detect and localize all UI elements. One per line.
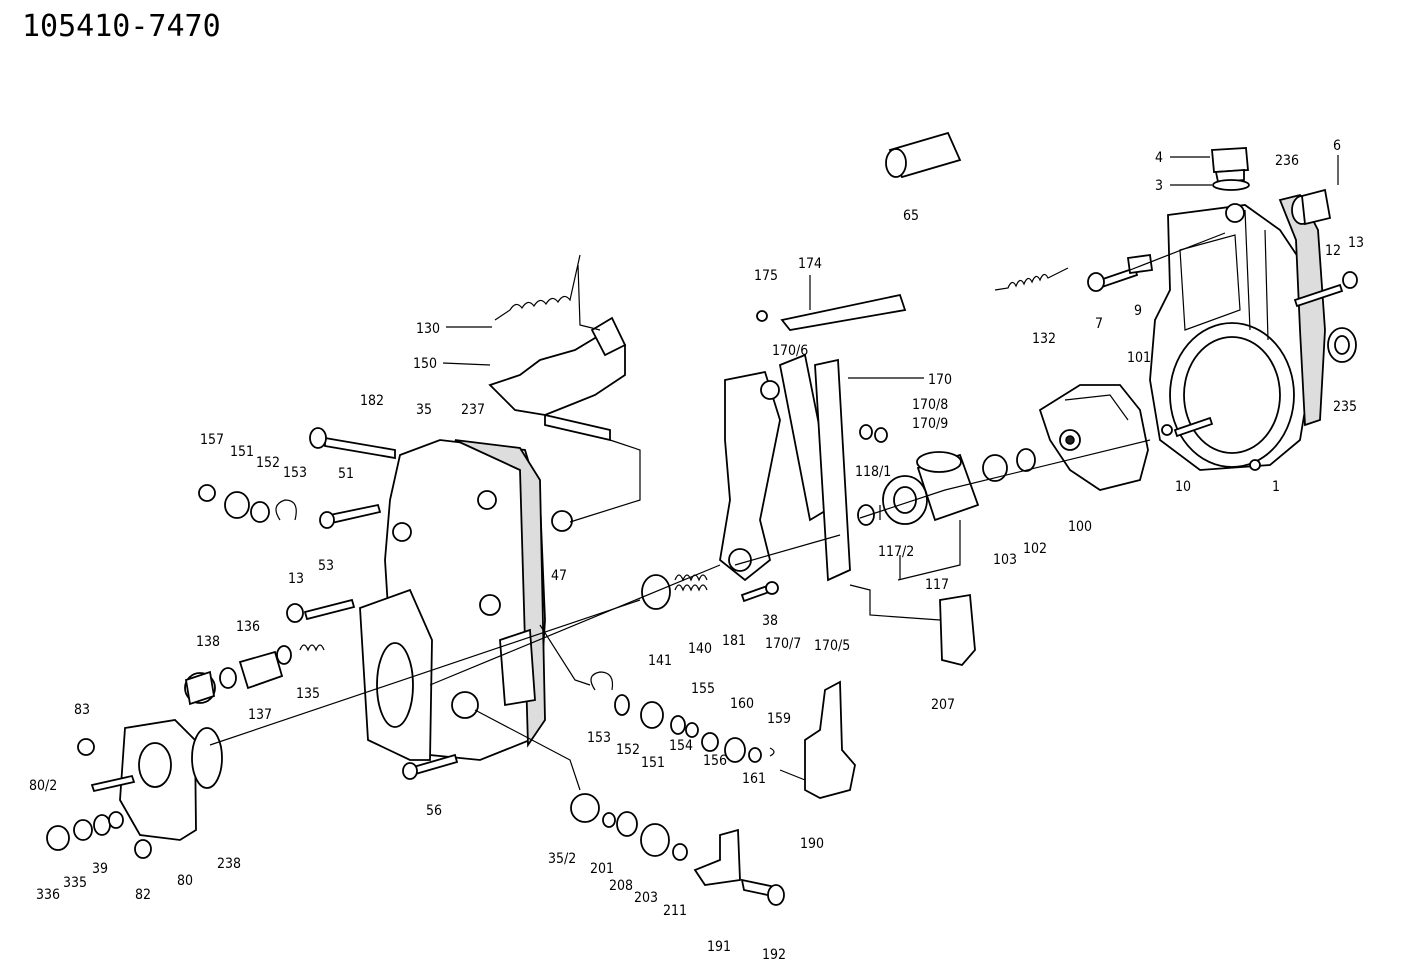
part-label-170-7: 170/7 (765, 636, 801, 652)
part-label-9: 9 (1134, 303, 1142, 319)
part-label-157: 157 (200, 432, 224, 448)
part-label-82: 82 (135, 887, 151, 903)
part-label-208: 208 (609, 878, 633, 894)
part-label-1: 1 (1272, 479, 1280, 495)
guide-lever-drawing (939, 593, 976, 667)
part-label-130: 130 (416, 321, 440, 337)
part-label-181: 181 (722, 633, 746, 649)
part-label-236: 236 (1275, 153, 1299, 169)
part-label-170: 170 (928, 372, 952, 388)
sleeve-drawing (882, 451, 980, 525)
part-label-35: 35 (416, 402, 432, 418)
part-label-153-upper: 153 (283, 465, 307, 481)
part-label-56: 56 (426, 803, 442, 819)
part-label-10: 10 (1175, 479, 1191, 495)
part-label-155: 155 (691, 681, 715, 697)
part-label-13-upper: 13 (1348, 235, 1364, 251)
part-label-47: 47 (551, 568, 567, 584)
part-label-201: 201 (590, 861, 614, 877)
part-label-154: 154 (669, 738, 693, 754)
part-label-141: 141 (648, 653, 672, 669)
part-label-100: 100 (1068, 519, 1092, 535)
part-label-152-lower: 152 (616, 742, 640, 758)
part-label-39: 39 (92, 861, 108, 877)
lever-150-drawing (488, 316, 627, 442)
part-label-192: 192 (762, 947, 786, 963)
part-label-151-upper: 151 (230, 444, 254, 460)
screw-plug-drawing (1291, 188, 1332, 226)
part-label-150: 150 (413, 356, 437, 372)
part-label-12: 12 (1325, 243, 1341, 259)
part-label-191: 191 (707, 939, 731, 955)
spring-130-drawing (494, 254, 581, 321)
part-label-140: 140 (688, 641, 712, 657)
part-label-174: 174 (798, 256, 822, 272)
part-drawings (46, 131, 1358, 906)
part-label-102: 102 (1023, 541, 1047, 557)
part-labels: 4 3 236 6 65 12 13 175 174 132 7 9 130 1… (29, 138, 1364, 963)
part-label-336: 336 (36, 887, 60, 903)
part-label-38: 38 (762, 613, 778, 629)
part-label-80-2: 80/2 (29, 778, 57, 794)
part-label-4: 4 (1155, 150, 1163, 166)
tension-lever-drawing (719, 293, 907, 582)
part-label-51: 51 (338, 466, 354, 482)
bolt-182-drawing (324, 436, 396, 460)
part-label-207: 207 (931, 697, 955, 713)
part-label-152-upper: 152 (256, 455, 280, 471)
part-label-35-2: 35/2 (548, 851, 576, 867)
part-label-159: 159 (767, 711, 791, 727)
part-label-103: 103 (993, 552, 1017, 568)
part-label-83: 83 (74, 702, 90, 718)
part-label-7: 7 (1095, 316, 1103, 332)
part-label-65: 65 (903, 208, 919, 224)
part-label-182: 182 (360, 393, 384, 409)
part-label-170-8: 170/8 (912, 397, 948, 413)
lever-191-drawing (693, 828, 741, 886)
part-label-118-1: 118/1 (855, 464, 891, 480)
part-label-170-5: 170/5 (814, 638, 850, 654)
part-label-135: 135 (296, 686, 320, 702)
part-label-170-9: 170/9 (912, 416, 948, 432)
part-label-335: 335 (63, 875, 87, 891)
part-label-101: 101 (1127, 350, 1151, 366)
part-label-203: 203 (634, 890, 658, 906)
flyweight-drawing (1038, 384, 1149, 491)
part-label-132: 132 (1032, 331, 1056, 347)
part-label-117: 117 (925, 577, 949, 593)
part-label-117-2: 117/2 (878, 544, 914, 560)
governor-cover-drawing (359, 439, 546, 761)
governor-housing-drawing (1149, 203, 1311, 471)
plug-drawing (1211, 147, 1250, 191)
part-label-211: 211 (663, 903, 687, 919)
cap-nut-drawing (1327, 327, 1357, 363)
part-label-53: 53 (318, 558, 334, 574)
part-label-160: 160 (730, 696, 754, 712)
part-label-80: 80 (177, 873, 193, 889)
part-label-175: 175 (754, 268, 778, 284)
part-label-156: 156 (703, 753, 727, 769)
part-label-190: 190 (800, 836, 824, 852)
part-label-151-lower: 151 (641, 755, 665, 771)
part-label-136: 136 (236, 619, 260, 635)
spring-140-drawing (674, 574, 708, 592)
drawing-number: 105410-7470 (22, 9, 221, 44)
part-label-137: 137 (248, 707, 272, 723)
part-label-138: 138 (196, 634, 220, 650)
part-label-170-6: 170/6 (772, 343, 808, 359)
part-label-6: 6 (1333, 138, 1341, 154)
part-label-238: 238 (217, 856, 241, 872)
part-label-13-lower: 13 (288, 571, 304, 587)
part-label-237: 237 (461, 402, 485, 418)
part-label-235: 235 (1333, 399, 1357, 415)
part-label-161: 161 (742, 771, 766, 787)
lever-190-drawing (804, 680, 856, 799)
part-label-3: 3 (1155, 178, 1163, 194)
part-label-153-lower: 153 (587, 730, 611, 746)
cover-80-drawing (119, 719, 223, 841)
